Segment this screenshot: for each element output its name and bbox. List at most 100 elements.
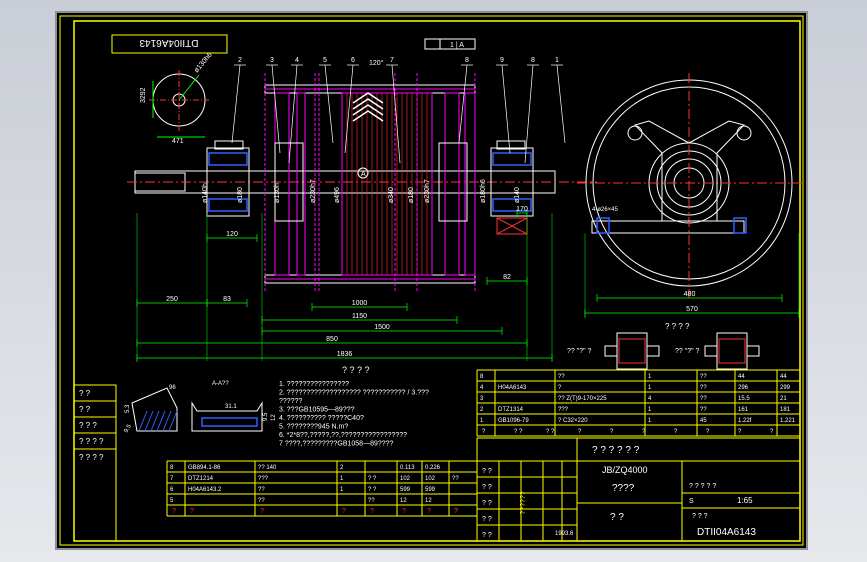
title-left-cell: ? ?: [482, 468, 492, 475]
pedestal-base: [591, 220, 745, 234]
table-cell: ?: [558, 385, 562, 391]
dim-text: 850: [326, 336, 338, 343]
table-cell: ??: [258, 498, 265, 504]
table-cell: 299: [780, 385, 791, 391]
table-cell: 102: [425, 476, 436, 482]
cad-drawing[interactable]: DTII04A6143 1 | A 3292 ø130h6 471: [57, 13, 806, 548]
left-bearing-housing: [206, 147, 250, 217]
balloon-number: 1: [555, 57, 559, 64]
table-header: ?: [738, 429, 742, 435]
table-header: ?: [370, 508, 374, 515]
left-bearing-hatch: [208, 198, 248, 212]
drawing-sheet[interactable]: DTII04A6143 1 | A 3292 ø130h6 471: [55, 11, 808, 550]
table-cell: 161: [738, 407, 749, 413]
table-cell: DTZ1314: [498, 407, 524, 413]
revision-cell: ? ? ? ?: [79, 437, 104, 446]
note-line: 6. *2*8??,?????,??,?????????????????: [279, 432, 407, 439]
table-cell: ??: [700, 385, 707, 391]
table-cell: 6: [170, 487, 174, 493]
dim-text: 120: [226, 231, 238, 238]
table-cell: ??: [368, 498, 375, 504]
balloon-leader: [288, 64, 298, 164]
table-header: ?: [706, 429, 710, 435]
balloon-leader: [391, 64, 401, 164]
title-frame: [476, 437, 801, 542]
svg-text:471: 471: [172, 138, 184, 145]
table-header: ?: [674, 429, 678, 435]
table-cell: 15.5: [738, 396, 750, 402]
svg-text:1 | A: 1 | A: [450, 42, 464, 49]
table-cell: 5: [170, 498, 174, 504]
table-cell: ? C32×220: [558, 418, 588, 424]
balloon-number: 3: [270, 57, 274, 64]
diameter-label: ø230h7: [310, 179, 317, 203]
table-header: ?: [610, 429, 614, 435]
title-left-cell: ? ?: [482, 532, 492, 539]
dim-text: 82: [503, 274, 511, 281]
dim-text: 1150: [352, 313, 367, 320]
balloon-leader: [231, 64, 241, 144]
chevron: [352, 92, 384, 104]
detail-left-body: [616, 332, 648, 370]
stamp: ??????: [520, 491, 527, 514]
base-hatch: [733, 217, 747, 234]
diameter-label: ø340: [388, 187, 395, 203]
table-cell: 102: [400, 476, 411, 482]
rotated-code-box: DTII04A6143: [111, 34, 228, 54]
small-dim: 9.5: [124, 423, 134, 434]
title-left-cell: ? ?: [482, 484, 492, 491]
detail-right-pin: [746, 345, 760, 357]
table-header: ?: [454, 508, 458, 515]
detail-views: ?? "?" ??? "?" ?: [567, 332, 760, 370]
table-header: ?: [172, 508, 176, 515]
diameter-label: ø140h: [202, 183, 209, 203]
table-cell: GB894.1-86: [188, 465, 221, 471]
table-header: ?: [402, 508, 406, 515]
table-cell: 4: [648, 396, 652, 402]
section-hatch: [156, 410, 166, 432]
left-hub: [274, 142, 304, 222]
table-cell: 1: [340, 487, 344, 493]
dim-text: 1836: [337, 351, 353, 358]
sheet-marks: ? ? ?: [692, 513, 708, 520]
drawing-number: DTII04A6143: [697, 527, 756, 538]
detail-left-label: ?? "?" ?: [567, 348, 592, 355]
table-header: ?: [342, 508, 346, 515]
roller-assembly: A: [127, 73, 597, 293]
table-cell: 599: [400, 487, 411, 493]
table-cell: 1: [648, 407, 652, 413]
angle-dim: 120°: [369, 59, 384, 67]
balloon-number: 8: [465, 57, 469, 64]
table-cell: 3: [480, 396, 484, 402]
bolt-hole: [736, 125, 752, 141]
small-dim: 96: [169, 385, 176, 391]
table-cell: 2: [340, 465, 344, 471]
center-marker: [357, 167, 369, 179]
chevron: [352, 98, 384, 110]
table-cell: ??: [558, 374, 565, 380]
table-cell: 8: [170, 465, 174, 471]
diameter-label: ø180: [408, 187, 415, 203]
balloon-number: 4: [295, 57, 299, 64]
chevron: [352, 110, 384, 122]
dim-text: 1500: [374, 324, 390, 331]
balloon-leader: [524, 64, 534, 164]
dim-text: 83: [223, 296, 231, 303]
table-cell: 1.221: [780, 418, 796, 424]
table-header: ?: [642, 429, 646, 435]
balloon-leader: [458, 64, 468, 144]
table-cell: H04A6143.2: [188, 487, 222, 493]
inner-frame: [73, 20, 801, 542]
dim-text: 170: [516, 206, 528, 213]
revision-block[interactable]: ? ?? ?? ? ?? ? ? ?? ? ? ?: [73, 384, 117, 542]
table-cell: 181: [780, 407, 791, 413]
end-disc: [296, 92, 306, 276]
table-cell: ?? Z(T)9-170×225: [558, 396, 607, 402]
chevron: [352, 104, 384, 116]
